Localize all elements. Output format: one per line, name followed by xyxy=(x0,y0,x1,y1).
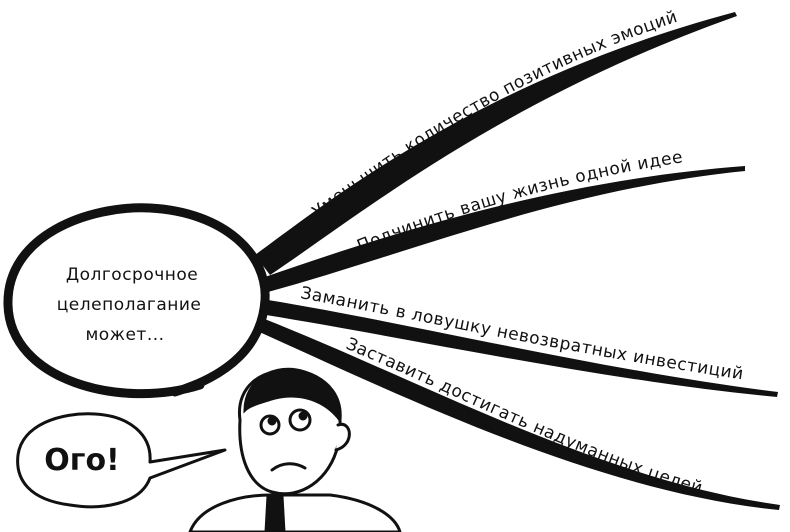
person-hair xyxy=(243,367,342,425)
person-figure xyxy=(188,367,402,532)
person-pupil-left xyxy=(267,416,277,426)
person-mouth xyxy=(270,462,307,472)
central-text-line-1: Долгосрочное xyxy=(66,265,198,285)
person-body xyxy=(188,493,402,532)
person-tie xyxy=(264,494,286,532)
branch-line-3 xyxy=(266,300,778,397)
branch-line-4 xyxy=(255,318,780,510)
branch-lines xyxy=(255,12,780,510)
central-node: Долгосрочное целеполагание может... xyxy=(3,203,270,399)
central-text-line-2: целеполагание xyxy=(57,295,202,315)
branch-line-2 xyxy=(262,166,745,292)
speech-bubble: Ого! xyxy=(16,412,227,509)
speech-bubble-outline xyxy=(16,412,227,509)
branch-line-1 xyxy=(255,12,737,275)
central-text-line-3: может... xyxy=(85,325,164,345)
speech-text: Ого! xyxy=(44,443,119,478)
central-text: Долгосрочное целеполагание может... xyxy=(57,265,208,345)
central-ellipse xyxy=(3,203,270,399)
person-pupil-right xyxy=(298,411,308,421)
person-ear xyxy=(334,422,351,452)
